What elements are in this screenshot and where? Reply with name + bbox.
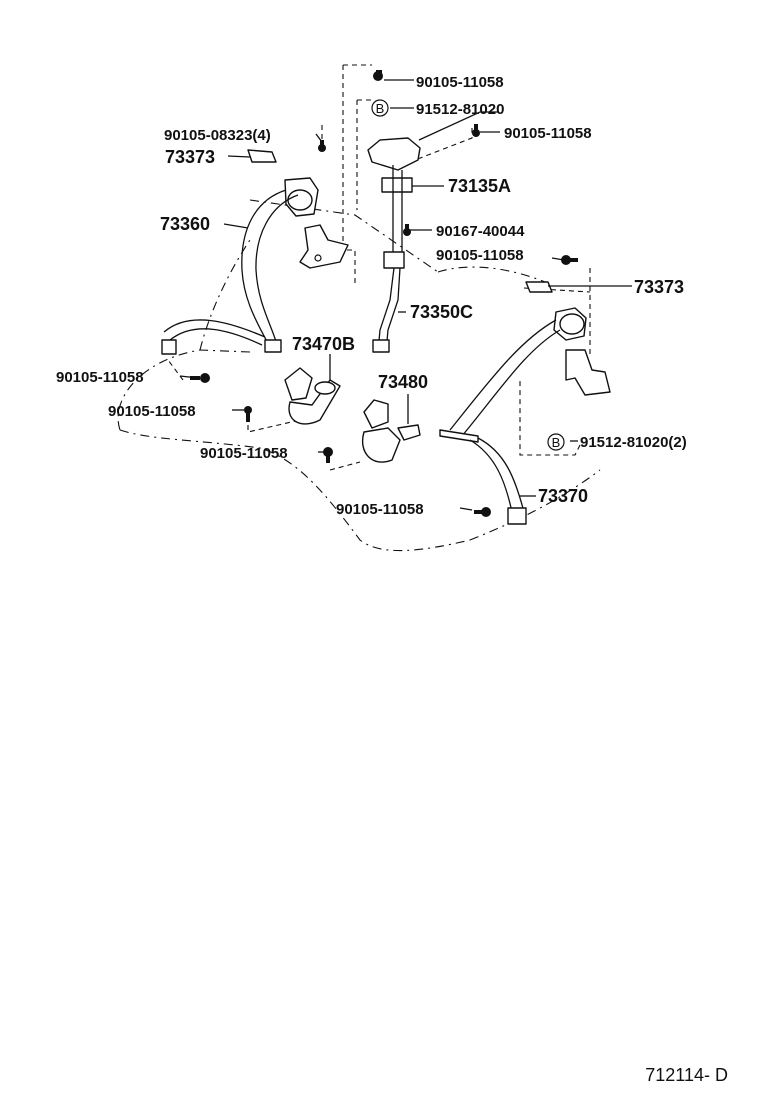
label-91512-81020-2: 91512-81020(2) [580, 434, 687, 451]
label-90105-11058-bottom: 90105-11058 [336, 501, 424, 518]
buckle-73480 [361, 399, 421, 463]
left-belt-73360 [161, 149, 319, 355]
label-90105-11058-top-right: 90105-11058 [504, 125, 592, 142]
right-belt-73370 [439, 281, 611, 525]
label-73480: 73480 [378, 372, 428, 392]
label-90105-11058-mid: 90105-11058 [436, 247, 524, 264]
label-90105-11058-top: 90105-11058 [416, 74, 504, 91]
label-73135a: 73135A [448, 176, 511, 196]
label-90105-11058-left2: 90105-11058 [108, 403, 196, 420]
svg-text:B: B [552, 435, 561, 450]
label-73373-left: 73373 [165, 147, 215, 167]
callout-b-right: B [547, 433, 565, 451]
bolt-icon [474, 507, 491, 517]
part-labels: 90105-11058 91512-81020 90105-08323(4) 9… [56, 74, 687, 518]
bolt-icon [561, 255, 578, 265]
label-73370: 73370 [538, 486, 588, 506]
label-73373-right: 73373 [634, 277, 684, 297]
label-90105-11058-lower: 90105-11058 [200, 445, 288, 462]
diagram-code: 712114- D [645, 1065, 728, 1085]
bolt-icon [403, 224, 411, 236]
bolt-icon [318, 140, 326, 152]
callout-b-top: B [371, 99, 389, 117]
seat-outline [117, 199, 601, 552]
bolt-icon [323, 447, 333, 463]
leader-lines [179, 79, 632, 511]
buckle-73470b [284, 367, 341, 425]
bolt-icon [373, 70, 383, 81]
label-91512-81020: 91512-81020 [416, 101, 504, 118]
center-retractor-73135a [367, 137, 421, 353]
label-90105-11058-left: 90105-11058 [56, 369, 144, 386]
label-90167-40044: 90167-40044 [436, 223, 525, 240]
label-73470b: 73470B [292, 334, 355, 354]
bolt-icon [244, 406, 252, 422]
label-73360: 73360 [160, 214, 210, 234]
label-73350c: 73350C [410, 302, 473, 322]
label-90105-08323: 90105-08323(4) [164, 127, 271, 144]
left-bracket [299, 224, 349, 269]
svg-text:B: B [376, 101, 385, 116]
bolt-icon [472, 124, 480, 137]
